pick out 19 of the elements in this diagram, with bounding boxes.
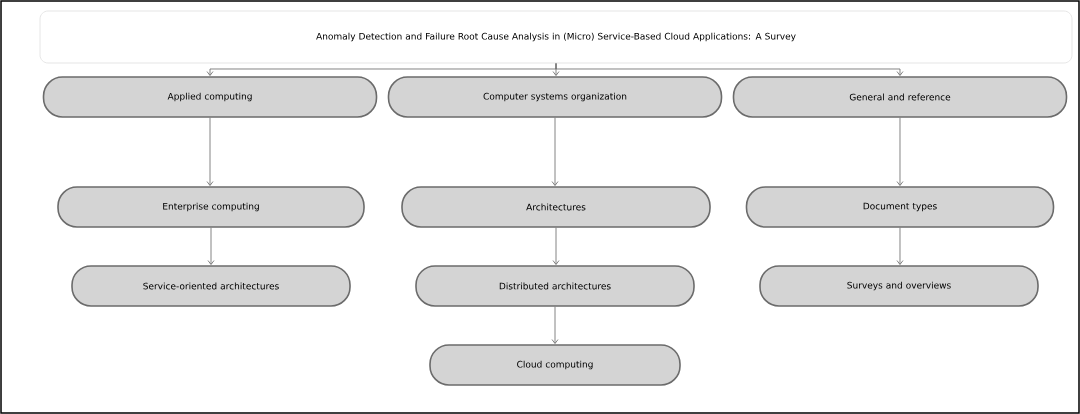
category-box: Surveys and overviews	[759, 265, 1039, 307]
arrow	[555, 63, 904, 76]
category-box: Distributed architectures	[415, 265, 695, 307]
category-box: Computer systems organization	[387, 76, 723, 118]
category-box: Cloud computing	[429, 344, 681, 386]
arrow	[206, 117, 214, 186]
arrow	[552, 227, 560, 265]
arrow	[551, 306, 559, 344]
category-box: General and reference	[732, 76, 1068, 118]
category-box: Document types	[745, 186, 1055, 228]
arrow	[207, 227, 215, 265]
arrow	[551, 117, 559, 186]
category-box: Enterprise computing	[57, 186, 365, 228]
arrow	[896, 227, 904, 265]
category-box: Service-oriented architectures	[71, 265, 351, 307]
category-box: Architectures	[401, 186, 711, 228]
arrow	[896, 117, 904, 186]
category-box: Applied computing	[42, 76, 378, 118]
title-box: Anomaly Detection and Failure Root Cause Analysis in (Micro) Service-Based Cloud Applications: A Survey	[39, 10, 1073, 64]
